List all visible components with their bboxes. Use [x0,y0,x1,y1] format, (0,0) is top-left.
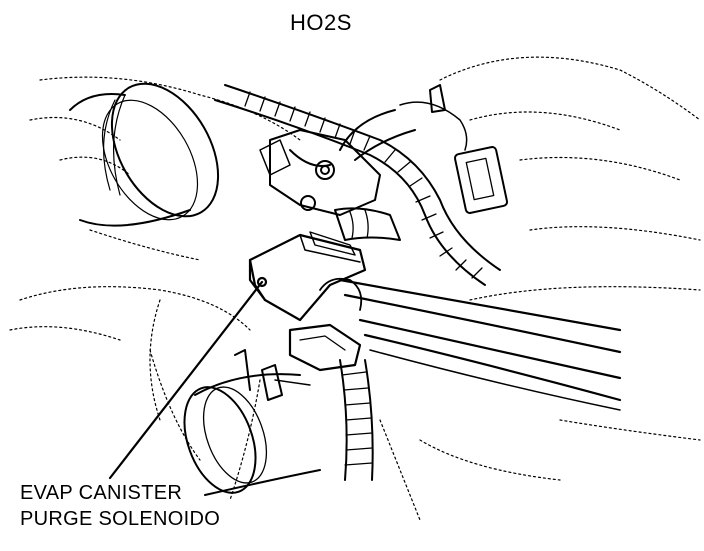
callout-leader-line [108,280,264,480]
callout-line-1: EVAP CANISTER [20,482,183,504]
purge-solenoid [248,231,367,372]
vacuum-hose [334,207,401,241]
wiring-harness [214,84,501,286]
callout-line-2: PURGE SOLENOIDO [20,508,221,530]
intake-hose [69,82,220,227]
background-engine-outlines [9,56,701,521]
ho2s-label: HO2S [290,10,352,35]
purge-lines [338,278,622,411]
ho2s-connector [399,84,509,214]
lower-hose [339,359,374,481]
lower-clamp-hose [183,349,321,496]
evap-callout-label: EVAP CANISTER PURGE SOLENOIDO [20,480,220,532]
valve-body [259,109,416,216]
